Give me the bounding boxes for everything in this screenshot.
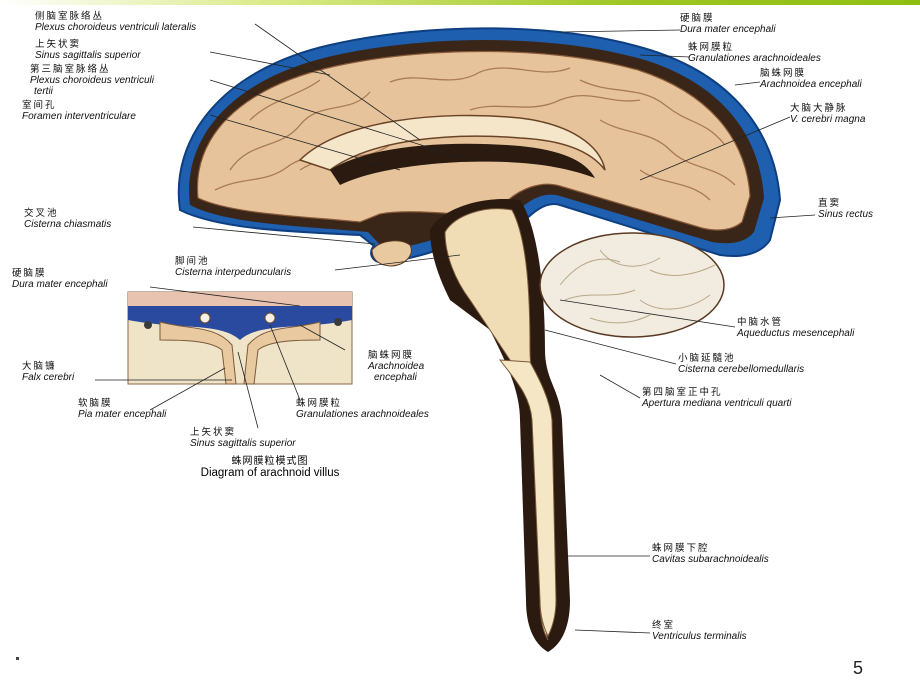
optic-chiasm xyxy=(371,240,412,267)
spinal-canal xyxy=(430,199,570,652)
leader-lines xyxy=(95,23,816,634)
top-accent-bar xyxy=(0,0,920,5)
page-number: 5 xyxy=(852,658,863,678)
cerebellar-folia xyxy=(559,249,716,324)
cerebrum xyxy=(196,50,751,231)
cerebral-gyri xyxy=(214,67,736,201)
cerebellum xyxy=(539,232,725,338)
spinal-cord xyxy=(498,359,557,638)
corner-dot xyxy=(16,657,19,660)
arachnoid-villus-inset xyxy=(127,291,353,385)
lateral-ventricle xyxy=(330,143,595,185)
corpus-callosum xyxy=(298,114,606,171)
